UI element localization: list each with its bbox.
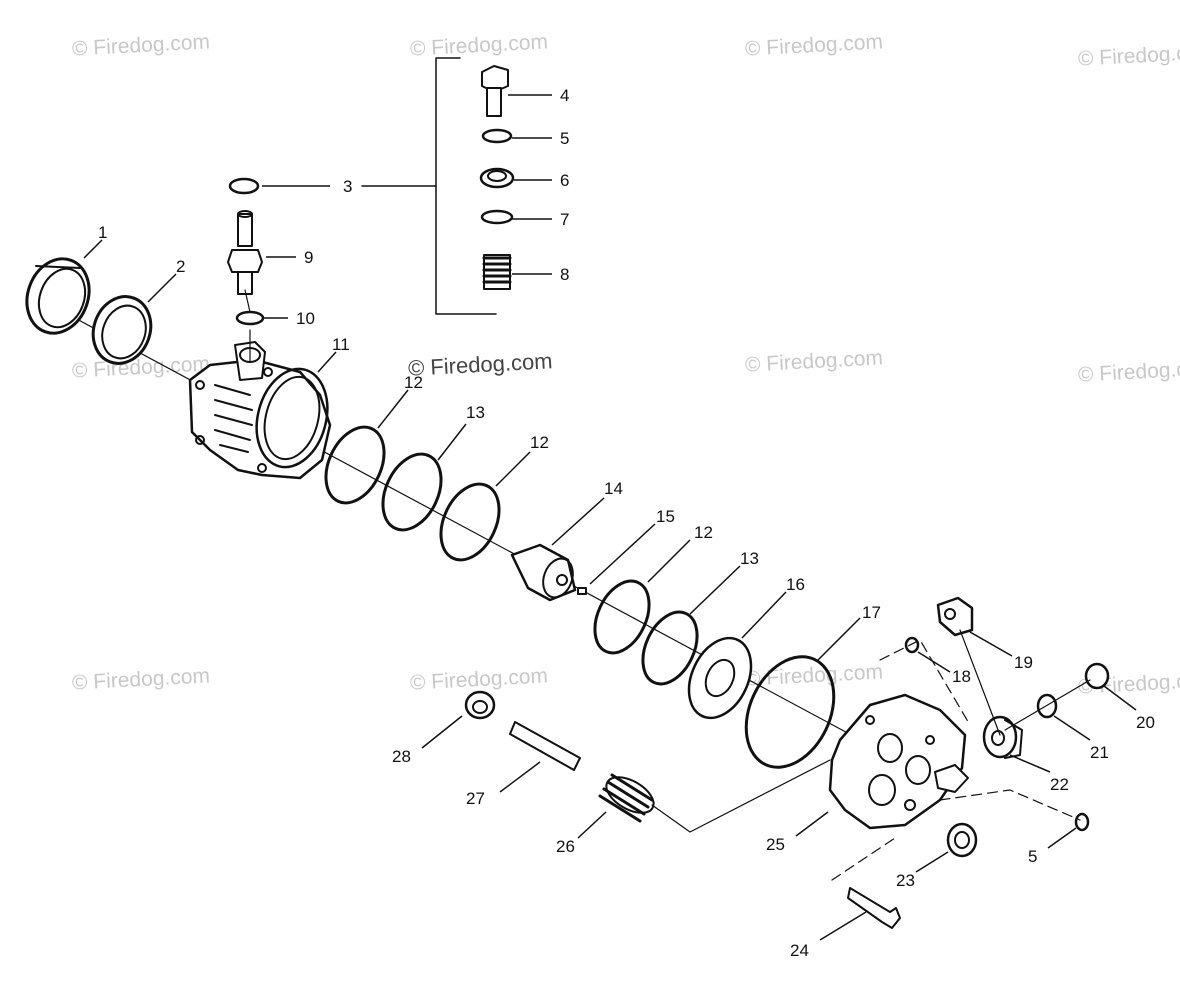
callout-27: 27 [466,789,485,808]
callout-23: 23 [896,871,915,890]
part-18-o-ring [904,636,920,654]
callout-19: 19 [1014,653,1033,672]
callout-24: 24 [790,941,809,960]
callout-18: 18 [952,667,971,686]
callouts: 1 2 3 4 5 6 7 8 9 10 11 12 13 12 14 15 1… [98,86,1155,960]
callout-21: 21 [1090,743,1109,762]
part-20-fitting [1084,662,1110,690]
leader-lines [83,94,1137,941]
part-13-o-ring [641,610,699,686]
callout-15: 15 [656,507,675,526]
part-12-o-ring [324,425,386,505]
callout-12: 12 [694,523,713,542]
callout-7: 7 [560,210,569,229]
part-12-o-ring [593,579,651,655]
callout-20: 20 [1136,713,1155,732]
part-19-valve-cap [936,596,974,637]
callout-17: 17 [862,603,881,622]
part-5-washer [1074,812,1090,832]
callout-12: 12 [530,433,549,452]
callout-6: 6 [560,171,569,190]
callout-3: 3 [343,177,352,196]
callout-10: 10 [296,309,315,328]
part-23-bushing [946,822,978,858]
part-2-ring [91,295,153,365]
callout-25: 25 [766,835,785,854]
bracket-group-4-8 [361,57,515,315]
callout-14: 14 [604,479,623,498]
part-13-o-ring [381,452,443,532]
callout-5: 5 [560,129,569,148]
part-25-cover [828,693,969,830]
part-11-housing [188,341,332,480]
callout-12: 12 [404,373,423,392]
part-27-shaft [509,721,581,771]
callout-9: 9 [304,248,313,267]
part-26-spring [598,773,655,823]
part-21-o-ring [1036,693,1058,719]
part-9-fitting [227,177,265,326]
part-28-nut [464,690,496,720]
part-15-pin [577,587,587,595]
callout-28: 28 [392,747,411,766]
callout-5: 5 [1028,847,1037,866]
part-12-o-ring [439,482,501,562]
callout-13: 13 [466,403,485,422]
callout-1: 1 [98,223,107,242]
callout-16: 16 [786,575,805,594]
part-17-gasket [744,655,836,769]
callout-13: 13 [740,549,759,568]
part-24-bolt [847,887,901,929]
callout-8: 8 [560,265,569,284]
callout-11: 11 [332,335,350,354]
callout-26: 26 [556,837,575,856]
callout-22: 22 [1050,775,1069,794]
part-1-bearing-ring [25,257,91,335]
part-14-piston [510,543,577,602]
callout-4: 4 [560,86,569,105]
callout-2: 2 [176,257,185,276]
part-16-washer [687,636,753,720]
